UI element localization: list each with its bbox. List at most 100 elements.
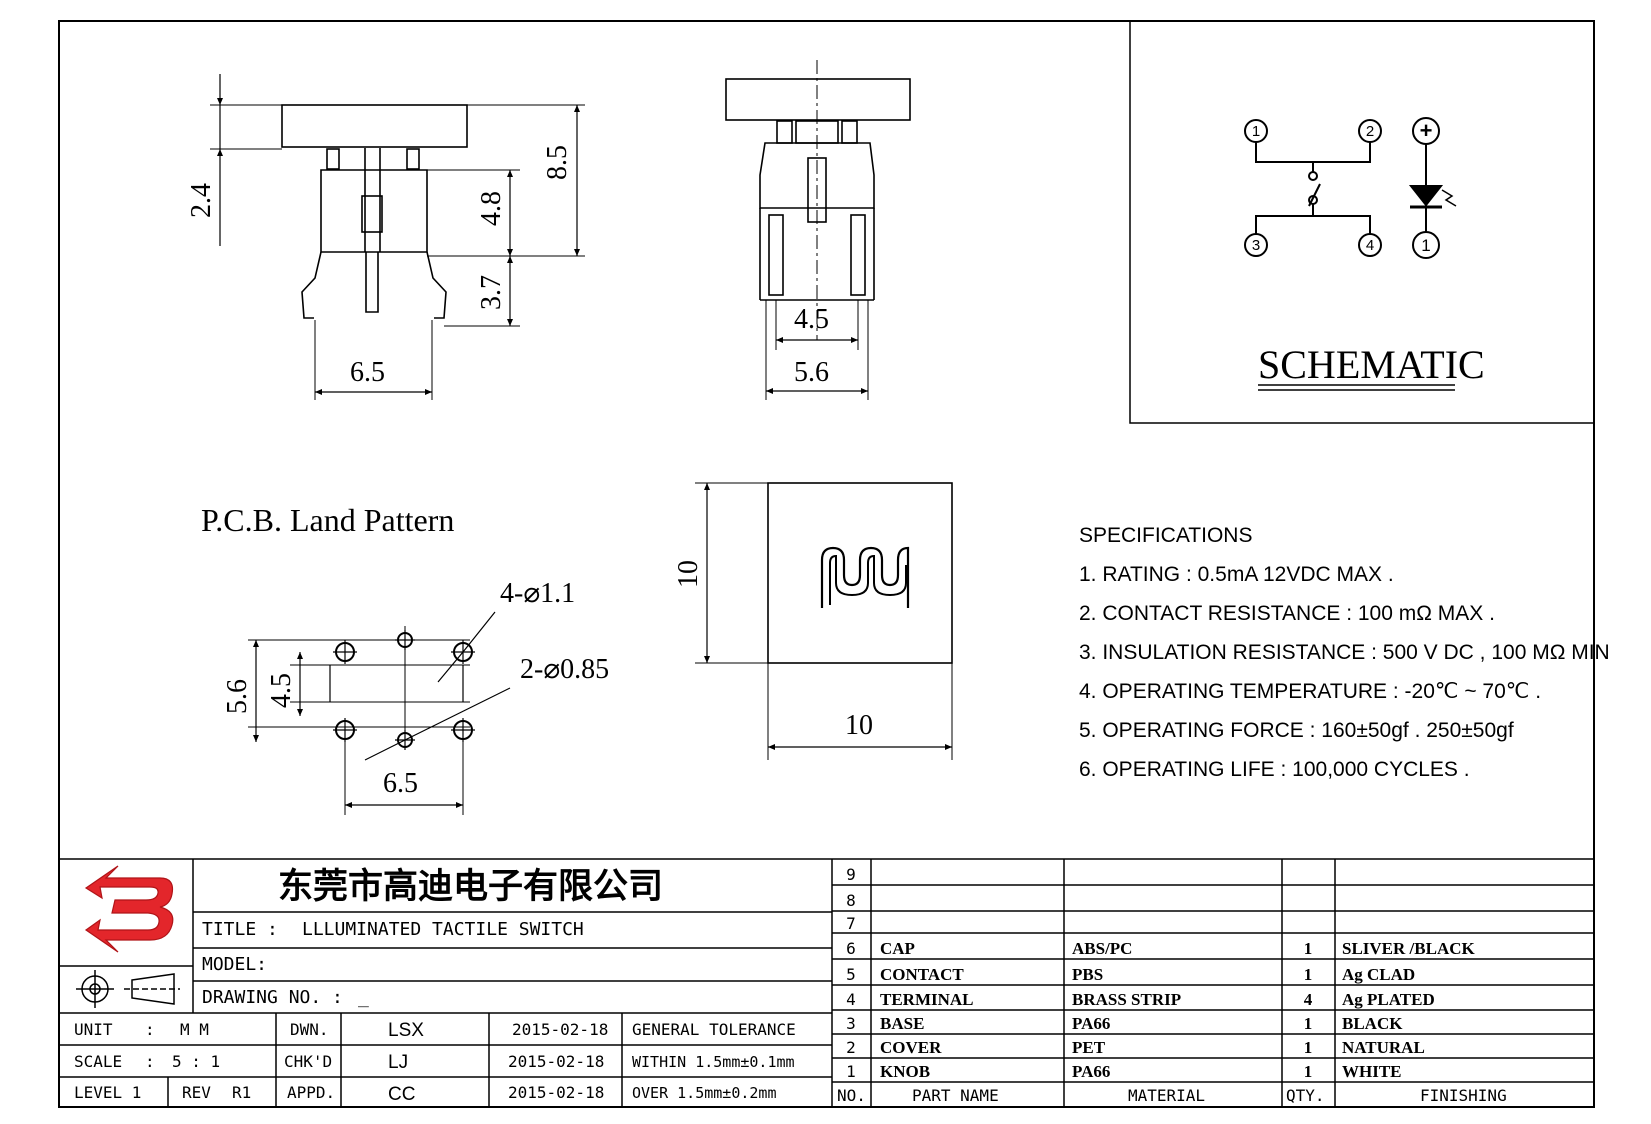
unit-value: M M xyxy=(180,1020,209,1039)
schematic-pin-4: 4 xyxy=(1366,237,1374,254)
scale-value: 5 : 1 xyxy=(172,1052,220,1071)
bom-cell-part: TERMINAL xyxy=(880,990,974,1009)
bom-grid xyxy=(832,859,1594,1107)
date-chk: 2015-02-18 xyxy=(508,1052,604,1071)
spec-item: 4. OPERATING TEMPERATURE : -20℃ ~ 70℃ . xyxy=(1079,680,1541,703)
schematic-pin-2: 2 xyxy=(1366,123,1374,140)
unit-label: UNIT xyxy=(74,1020,113,1039)
bom-cell-no: 4 xyxy=(846,990,856,1009)
tolerance-within: WITHIN 1.5mm±0.1mm xyxy=(632,1053,795,1071)
bom-cell-material: PA66 xyxy=(1072,1062,1110,1081)
spec-item: 6. OPERATING LIFE : 100,000 CYCLES . xyxy=(1079,758,1470,781)
bom-cell-qty: 1 xyxy=(1304,1014,1313,1033)
unit-sep: : xyxy=(145,1020,155,1039)
bom-cell-no: 6 xyxy=(846,939,856,958)
bom-row: 5 CONTACT PBS 1 Ag CLAD xyxy=(846,965,1415,984)
bom-cell-finishing: Ag CLAD xyxy=(1342,965,1415,984)
level-label: LEVEL 1 xyxy=(74,1083,141,1102)
bom-header-material: MATERIAL xyxy=(1128,1086,1205,1105)
side-view xyxy=(210,74,585,400)
spec-item: 3. INSULATION RESISTANCE : 500 V DC , 10… xyxy=(1079,641,1610,664)
drawing-no-label: DRAWING NO. : xyxy=(202,987,343,1008)
dim-side-width: 6.5 xyxy=(350,357,385,388)
date-dwn: 2015-02-18 xyxy=(512,1020,608,1039)
top-dim-width: 10 xyxy=(845,710,873,741)
pcb-hole-small: 2-⌀0.85 xyxy=(520,654,609,685)
role-appd: APPD. xyxy=(287,1083,335,1102)
bom-cell-no: 7 xyxy=(846,914,856,933)
title-label: TITLE : xyxy=(202,919,278,940)
date-appd: 2015-02-18 xyxy=(508,1083,604,1102)
bom-header-part: PART NAME xyxy=(912,1086,999,1105)
bom-cell-qty: 1 xyxy=(1304,1038,1313,1057)
bom-row: 9 xyxy=(846,865,856,884)
pcb-dim-width: 6.5 xyxy=(383,768,418,799)
sheet-border xyxy=(58,20,1595,1108)
bom-cell-no: 1 xyxy=(846,1062,856,1081)
bom-cell-finishing: WHITE xyxy=(1342,1062,1402,1081)
role-dwn: DWN. xyxy=(290,1020,329,1039)
top-dim-height: 10 xyxy=(673,560,704,588)
name-chk: LJ xyxy=(388,1052,408,1073)
bom-cell-finishing: Ag PLATED xyxy=(1342,990,1435,1009)
schematic-pin-3: 3 xyxy=(1252,237,1260,254)
bom-header-finishing: FINISHING xyxy=(1420,1086,1507,1105)
bom-cell-material: PA66 xyxy=(1072,1014,1110,1033)
front-view xyxy=(725,60,911,400)
pcb-dim-outer: 5.6 xyxy=(222,679,253,714)
schematic-title-underline xyxy=(1258,384,1455,391)
bom-cell-part: CONTACT xyxy=(880,965,964,984)
bom-cell-qty: 1 xyxy=(1304,939,1313,958)
bom-cell-qty: 1 xyxy=(1304,965,1313,984)
bom-header-qty: QTY. xyxy=(1286,1086,1325,1105)
tolerance-over: OVER 1.5mm±0.2mm xyxy=(632,1084,777,1102)
schematic-box xyxy=(1129,20,1595,424)
pcb-title: P.C.B. Land Pattern xyxy=(201,502,454,538)
dim-front-inner: 4.5 xyxy=(794,304,829,335)
company-name: 东莞市高迪电子有限公司 xyxy=(278,867,663,907)
bom-cell-no: 2 xyxy=(846,1038,856,1057)
bom-cell-material: PET xyxy=(1072,1038,1106,1057)
spec-item: 1. RATING : 0.5mA 12VDC MAX . xyxy=(1079,563,1394,586)
bom-cell-no: 5 xyxy=(846,965,856,984)
led-plus-pin: + xyxy=(1420,118,1433,143)
name-dwn: LSX xyxy=(388,1020,424,1041)
scale-label: SCALE xyxy=(74,1052,122,1071)
rev-label: REV xyxy=(182,1083,211,1102)
bom-cell-finishing: BLACK xyxy=(1342,1014,1403,1033)
bom-cell-finishing: SLIVER /BLACK xyxy=(1342,939,1476,958)
dim-front-outer: 5.6 xyxy=(794,357,829,388)
pcb-hole-large: 4-⌀1.1 xyxy=(500,578,575,609)
model-label: MODEL: xyxy=(202,954,267,975)
bom-row: 2 COVER PET 1 NATURAL xyxy=(846,1038,1425,1057)
led-minus-pin: 1 xyxy=(1421,236,1430,255)
company-logo xyxy=(84,865,174,953)
scale-sep: : xyxy=(145,1052,155,1071)
pcb-land-pattern xyxy=(248,611,511,815)
tolerance-general: GENERAL TOLERANCE xyxy=(632,1020,796,1039)
bom-cell-part: CAP xyxy=(880,939,915,958)
spec-item: 5. OPERATING FORCE : 160±50gf . 250±50gf xyxy=(1079,719,1514,742)
top-view xyxy=(695,482,953,760)
role-chk: CHK'D xyxy=(284,1052,332,1071)
bom-header-no: NO. xyxy=(837,1086,866,1105)
schematic-pin-1: 1 xyxy=(1252,123,1260,140)
schematic-diagram xyxy=(1244,117,1457,259)
bom-cell-qty: 4 xyxy=(1304,990,1313,1009)
bom-cell-part: COVER xyxy=(880,1038,942,1057)
dim-pin-height: 3.7 xyxy=(476,275,507,310)
pcb-dim-inner: 4.5 xyxy=(266,673,297,708)
bom-cell-finishing: NATURAL xyxy=(1342,1038,1425,1057)
bom-cell-material: PBS xyxy=(1072,965,1103,984)
bom-cell-part: BASE xyxy=(880,1014,924,1033)
bom-cell-qty: 1 xyxy=(1304,1062,1313,1081)
schematic-title: SCHEMATIC xyxy=(1258,342,1485,387)
rev-value: R1 xyxy=(232,1083,251,1102)
title-value: LLLUMINATED TACTILE SWITCH xyxy=(302,919,584,940)
